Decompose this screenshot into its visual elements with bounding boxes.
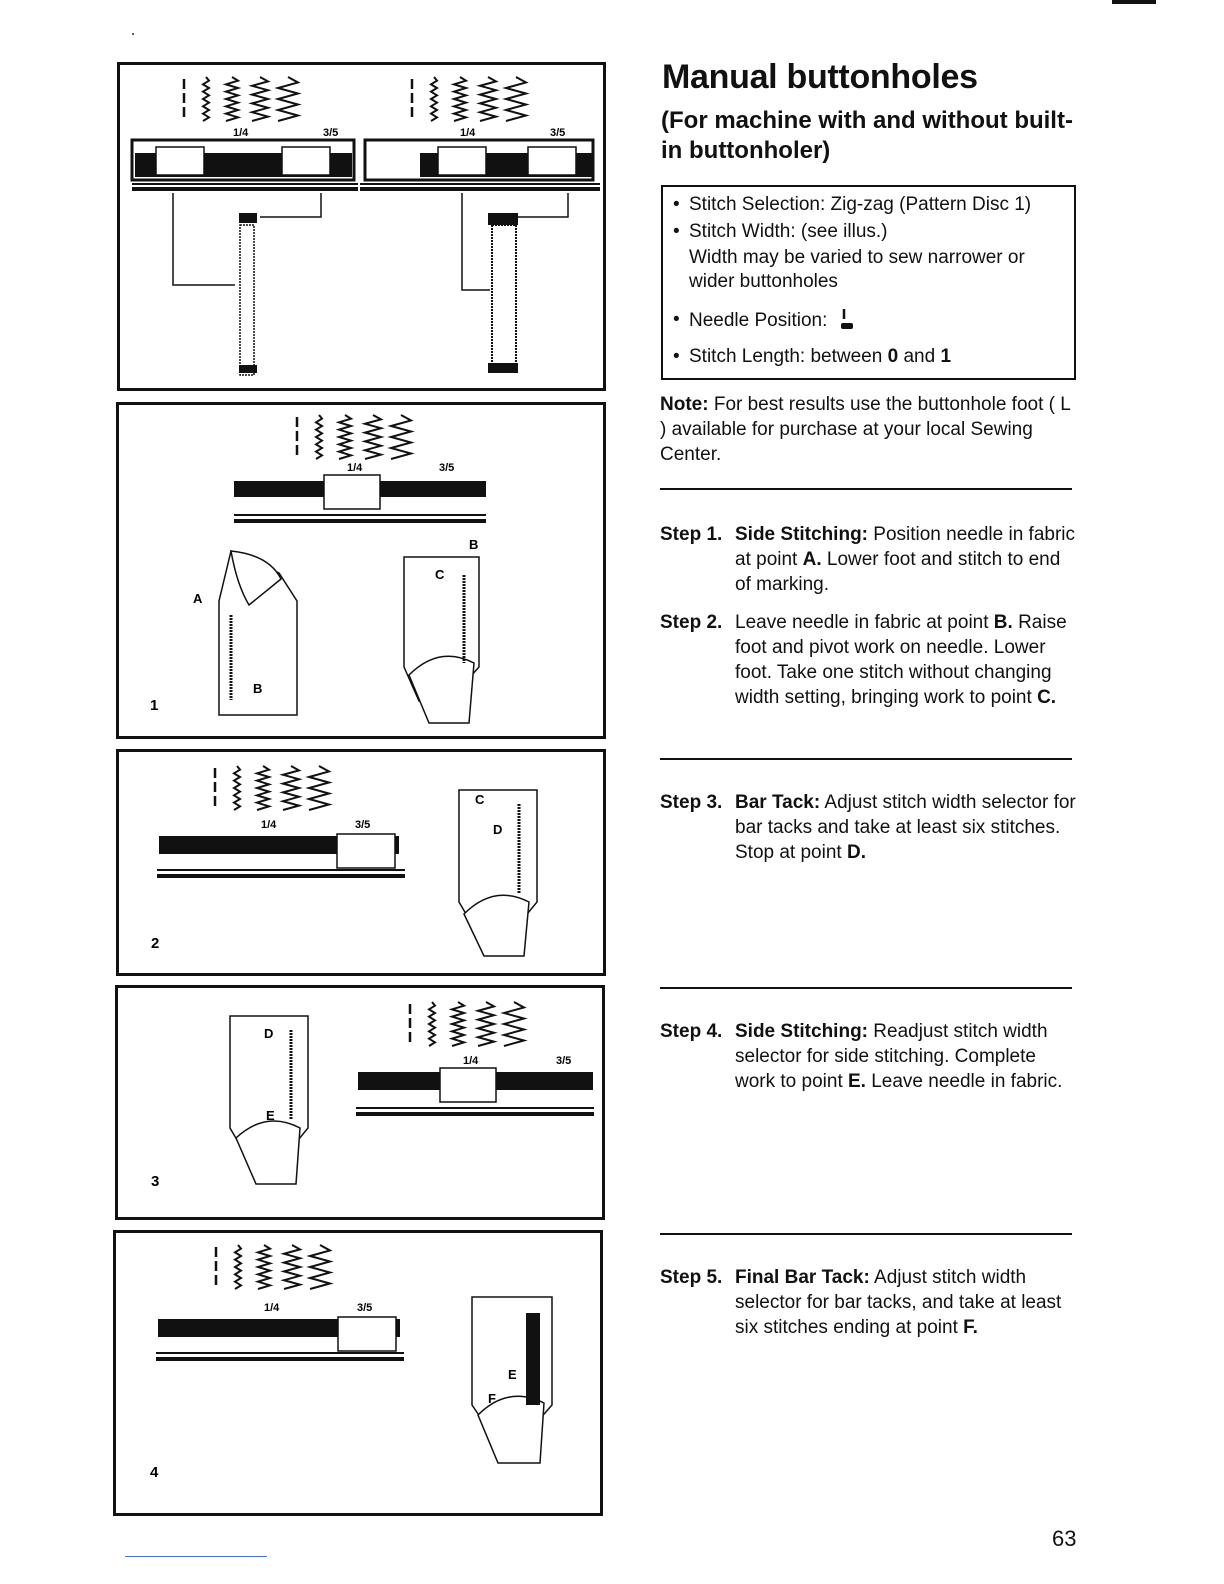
point-d: D bbox=[493, 822, 502, 837]
dial-mark-b: 3/5 bbox=[357, 1302, 372, 1314]
point-e: E bbox=[266, 1108, 275, 1123]
point-e: E bbox=[508, 1367, 517, 1382]
divider-1 bbox=[660, 488, 1072, 490]
setting-stitch-width-note: Width may be varied to sew narrower or w… bbox=[689, 247, 1025, 292]
needle-position-label: Needle Position: bbox=[689, 310, 828, 331]
fabric-right bbox=[403, 556, 480, 724]
settings-box: Stitch Selection: Zig-zag (Pattern Disc … bbox=[661, 185, 1076, 380]
page-title: Manual buttonholes bbox=[662, 58, 978, 96]
step-3: Step 3. Bar Tack: Adjust stitch width se… bbox=[660, 792, 1076, 863]
panel-number: 1 bbox=[150, 697, 158, 714]
dial-mark-left-a: 1/4 bbox=[233, 127, 249, 139]
step-2: Step 2. Leave needle in fabric at point … bbox=[660, 612, 1067, 708]
step-2-drawing: 1/4 3/5 C D 2 bbox=[151, 765, 538, 957]
width-indicator bbox=[213, 765, 333, 811]
width-slider bbox=[156, 1316, 404, 1361]
dial-mark-b: 3/5 bbox=[439, 462, 454, 474]
point-a: A bbox=[193, 591, 203, 606]
panel-number: 2 bbox=[151, 935, 159, 952]
illustration-step-1: 1/4 3/5 A B B C 1 bbox=[116, 402, 606, 739]
panel-number: 4 bbox=[150, 1464, 159, 1481]
dial-mark-b: 3/5 bbox=[355, 819, 370, 831]
width-indicator bbox=[214, 1244, 334, 1290]
point-b-2: B bbox=[469, 537, 478, 552]
speck bbox=[132, 33, 134, 35]
step-1-drawing: 1/4 3/5 A B B C 1 bbox=[150, 414, 486, 724]
page-subtitle: (For machine with and without built-in b… bbox=[661, 107, 1073, 164]
width-indicator-left bbox=[182, 76, 302, 122]
step-1: Step 1. Side Stitching: Position needle … bbox=[660, 524, 1076, 595]
step-3-drawing: 1/4 3/5 D E 3 bbox=[151, 1001, 594, 1190]
width-slider bbox=[234, 474, 486, 523]
illustration-step-4: 1/4 3/5 E F 4 bbox=[113, 1230, 603, 1516]
footer-rule bbox=[125, 1556, 267, 1557]
width-slider bbox=[157, 833, 405, 878]
fabric bbox=[458, 789, 538, 957]
divider-2 bbox=[660, 758, 1072, 760]
width-slider-left bbox=[130, 138, 358, 191]
dial-mark-a: 1/4 bbox=[261, 819, 277, 831]
setting-stitch-selection: Stitch Selection: Zig-zag (Pattern Disc … bbox=[673, 193, 1066, 217]
width-slider bbox=[356, 1067, 594, 1116]
divider-3 bbox=[660, 987, 1072, 989]
panel-number: 3 bbox=[151, 1173, 159, 1190]
dial-mark-a: 1/4 bbox=[347, 462, 363, 474]
point-d: D bbox=[264, 1026, 273, 1041]
setting-stitch-width: Stitch Width: (see illus.) bbox=[673, 220, 1066, 244]
needle-left-position-icon bbox=[840, 309, 853, 329]
illustration-buttonhole-overview: 1/4 3/5 1/4 3/5 bbox=[117, 62, 606, 391]
dial-mark-right-a: 1/4 bbox=[460, 127, 476, 139]
illustration-step-3: 1/4 3/5 D E 3 bbox=[115, 985, 605, 1220]
width-indicator bbox=[295, 414, 415, 460]
illustration-step-2: 1/4 3/5 C D 2 bbox=[116, 749, 606, 976]
setting-stitch-length: Stitch Length: between 0 and 1 bbox=[673, 345, 1066, 369]
point-c: C bbox=[435, 567, 445, 582]
step-4: Step 4. Side Stitching: Readjust stitch … bbox=[660, 1021, 1063, 1092]
dial-mark-a: 1/4 bbox=[463, 1055, 479, 1067]
fabric-left bbox=[218, 549, 298, 716]
width-slider-right bbox=[360, 138, 600, 191]
point-c: C bbox=[475, 792, 485, 807]
note-label: Note: bbox=[660, 394, 709, 415]
dial-mark-b: 3/5 bbox=[556, 1055, 571, 1067]
point-f: F bbox=[488, 1391, 496, 1406]
divider-4 bbox=[660, 1233, 1072, 1235]
overview-drawing: 1/4 3/5 1/4 3/5 bbox=[130, 76, 600, 376]
dial-mark-a: 1/4 bbox=[264, 1302, 280, 1314]
note-text: For best results use the buttonhole foot… bbox=[660, 394, 1071, 465]
note: Note: For best results use the buttonhol… bbox=[660, 392, 1080, 467]
width-indicator-right bbox=[410, 76, 530, 122]
width-indicator bbox=[408, 1001, 528, 1047]
dial-mark-right-b: 3/5 bbox=[550, 127, 565, 139]
setting-needle-position: Needle Position: bbox=[673, 308, 1066, 333]
fabric bbox=[471, 1296, 553, 1464]
dial-mark-left-b: 3/5 bbox=[323, 127, 338, 139]
step-4-drawing: 1/4 3/5 E F 4 bbox=[150, 1244, 553, 1481]
page-number: 63 bbox=[1052, 1526, 1077, 1551]
step-5: Step 5. Final Bar Tack: Adjust stitch wi… bbox=[660, 1267, 1062, 1338]
point-b: B bbox=[253, 681, 262, 696]
fabric bbox=[229, 1015, 309, 1185]
top-edge-mark bbox=[1112, 0, 1156, 4]
